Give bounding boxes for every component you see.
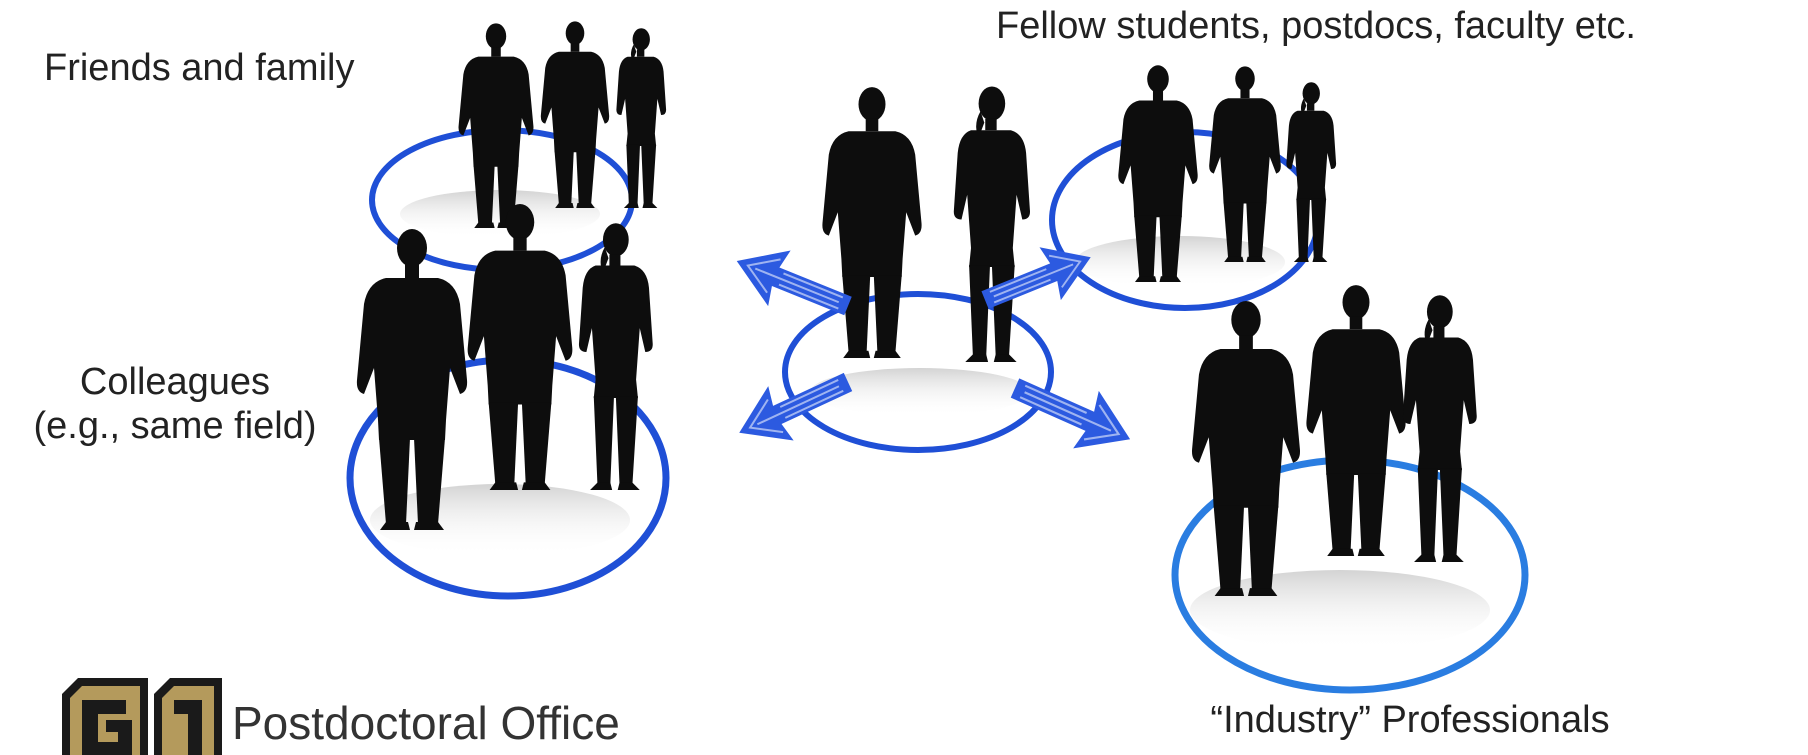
silhouette-man bbox=[356, 229, 468, 530]
cu-logo-icon bbox=[62, 678, 222, 755]
silhouette-man bbox=[467, 204, 573, 490]
silhouette-man bbox=[1191, 301, 1301, 596]
ring-center bbox=[782, 291, 1054, 453]
label-colleagues-line1: Colleagues bbox=[79, 361, 271, 403]
label-industry-professionals: “Industry” Professionals bbox=[1210, 699, 1610, 741]
silhouette-man bbox=[1209, 66, 1281, 262]
group-colleagues bbox=[346, 204, 670, 600]
shadow-center bbox=[810, 368, 1030, 416]
office-name: Postdoctoral Office bbox=[232, 697, 620, 749]
silhouette-man bbox=[540, 21, 610, 208]
silhouette-man bbox=[822, 87, 922, 359]
group-fellow bbox=[1049, 65, 1337, 311]
group-center bbox=[782, 86, 1054, 453]
silhouette-woman bbox=[578, 223, 653, 490]
silhouette-woman bbox=[1402, 295, 1477, 562]
shadow-colleagues bbox=[370, 484, 630, 556]
group-industry bbox=[1171, 285, 1529, 694]
arrow-up-left bbox=[724, 232, 861, 335]
label-colleagues-line2: (e.g., same field) bbox=[33, 405, 317, 447]
label-friends-family: Friends and family bbox=[44, 47, 355, 89]
arrow-down-right bbox=[1001, 358, 1144, 470]
label-colleagues: Colleagues (e.g., same field) bbox=[0, 360, 350, 448]
silhouette-man bbox=[1306, 285, 1406, 556]
label-fellow-students: Fellow students, postdocs, faculty etc. bbox=[996, 5, 1636, 47]
